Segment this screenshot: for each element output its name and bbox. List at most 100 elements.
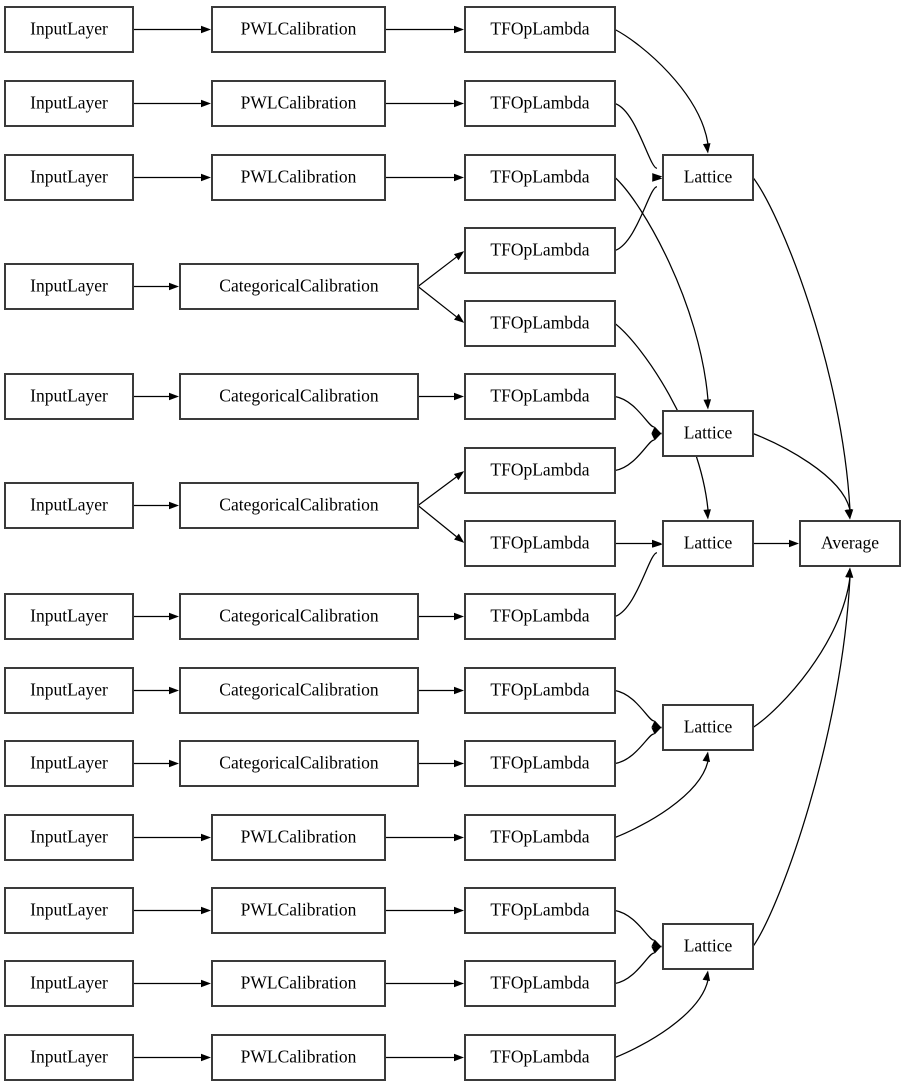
node-tf13-tfoplambda[interactable]: TFOpLambda — [464, 887, 616, 934]
node-box[interactable] — [464, 814, 616, 861]
node-box[interactable] — [4, 1034, 134, 1081]
node-box[interactable] — [464, 227, 616, 274]
node-box[interactable] — [179, 263, 419, 310]
node-box[interactable] — [211, 960, 386, 1007]
node-box[interactable] — [464, 300, 616, 347]
edge-lattice-to-average-arrowhead — [844, 508, 853, 520]
node-cal1-pwlcalibration[interactable]: PWLCalibration — [211, 6, 386, 53]
node-tf11-tfoplambda[interactable]: TFOpLambda — [464, 740, 616, 787]
node-box[interactable] — [4, 960, 134, 1007]
node-box[interactable] — [464, 80, 616, 127]
node-tf14-tfoplambda[interactable]: TFOpLambda — [464, 960, 616, 1007]
node-cal2-pwlcalibration[interactable]: PWLCalibration — [211, 80, 386, 127]
node-box[interactable] — [662, 520, 754, 567]
node-cal3-pwlcalibration[interactable]: PWLCalibration — [211, 154, 386, 201]
node-box[interactable] — [4, 154, 134, 201]
node-box[interactable] — [4, 887, 134, 934]
node-cal9-categoricalcalibration[interactable]: CategoricalCalibration — [179, 740, 419, 787]
node-box[interactable] — [211, 6, 386, 53]
node-box[interactable] — [179, 373, 419, 420]
edge-tfoplambda-to-lattice — [614, 909, 655, 941]
node-tf2-tfoplambda[interactable]: TFOpLambda — [464, 80, 616, 127]
node-cal5-categoricalcalibration[interactable]: CategoricalCalibration — [179, 373, 419, 420]
node-box[interactable] — [4, 740, 134, 787]
node-tf8-tfoplambda[interactable]: TFOpLambda — [464, 520, 616, 567]
node-box[interactable] — [662, 704, 754, 751]
node-box[interactable] — [464, 6, 616, 53]
node-cal6-categoricalcalibration[interactable]: CategoricalCalibration — [179, 482, 419, 529]
node-box[interactable] — [179, 740, 419, 787]
node-box[interactable] — [464, 593, 616, 640]
node-box[interactable] — [464, 740, 616, 787]
node-in2-inputlayer[interactable]: InputLayer — [4, 80, 134, 127]
node-in4-inputlayer[interactable]: InputLayer — [4, 263, 134, 310]
node-tf1-tfoplambda[interactable]: TFOpLambda — [464, 6, 616, 53]
node-box[interactable] — [464, 154, 616, 201]
node-box[interactable] — [464, 1034, 616, 1081]
node-tf15-tfoplambda[interactable]: TFOpLambda — [464, 1034, 616, 1081]
node-box[interactable] — [179, 667, 419, 714]
node-in13-inputlayer[interactable]: InputLayer — [4, 1034, 134, 1081]
node-box[interactable] — [662, 410, 754, 457]
node-tf10-tfoplambda[interactable]: TFOpLambda — [464, 667, 616, 714]
node-box[interactable] — [662, 923, 754, 970]
node-box[interactable] — [4, 667, 134, 714]
node-box[interactable] — [4, 6, 134, 53]
node-in5-inputlayer[interactable]: InputLayer — [4, 373, 134, 420]
node-in8-inputlayer[interactable]: InputLayer — [4, 667, 134, 714]
node-box[interactable] — [179, 593, 419, 640]
node-box[interactable] — [211, 80, 386, 127]
node-in3-inputlayer[interactable]: InputLayer — [4, 154, 134, 201]
edges-layer — [133, 25, 854, 1062]
node-box[interactable] — [662, 154, 754, 201]
node-in1-inputlayer[interactable]: InputLayer — [4, 6, 134, 53]
node-box[interactable] — [464, 667, 616, 714]
node-box[interactable] — [464, 447, 616, 494]
node-cal12-pwlcalibration[interactable]: PWLCalibration — [211, 960, 386, 1007]
node-lat5-lattice[interactable]: Lattice — [662, 923, 754, 970]
node-tf4-tfoplambda[interactable]: TFOpLambda — [464, 227, 616, 274]
node-box[interactable] — [464, 520, 616, 567]
node-tf7-tfoplambda[interactable]: TFOpLambda — [464, 447, 616, 494]
node-cal10-pwlcalibration[interactable]: PWLCalibration — [211, 814, 386, 861]
node-box[interactable] — [4, 814, 134, 861]
node-box[interactable] — [4, 263, 134, 310]
node-box[interactable] — [211, 814, 386, 861]
node-lat2-lattice[interactable]: Lattice — [662, 410, 754, 457]
edge-inputlayer-to-pwlcalibration-arrowhead — [201, 833, 211, 842]
node-lat1-lattice[interactable]: Lattice — [662, 154, 754, 201]
node-in6-inputlayer[interactable]: InputLayer — [4, 482, 134, 529]
node-box[interactable] — [464, 887, 616, 934]
node-tf9-tfoplambda[interactable]: TFOpLambda — [464, 593, 616, 640]
node-tf5-tfoplambda[interactable]: TFOpLambda — [464, 300, 616, 347]
node-avg-average[interactable]: Average — [799, 520, 901, 567]
node-box[interactable] — [179, 482, 419, 529]
node-in11-inputlayer[interactable]: InputLayer — [4, 887, 134, 934]
node-box[interactable] — [799, 520, 901, 567]
edge-tfoplambda-to-lattice-arrowhead — [651, 726, 663, 735]
node-box[interactable] — [211, 887, 386, 934]
node-lat3-lattice[interactable]: Lattice — [662, 520, 754, 567]
node-cal7-categoricalcalibration[interactable]: CategoricalCalibration — [179, 593, 419, 640]
node-tf3-tfoplambda[interactable]: TFOpLambda — [464, 154, 616, 201]
node-tf12-tfoplambda[interactable]: TFOpLambda — [464, 814, 616, 861]
node-cal13-pwlcalibration[interactable]: PWLCalibration — [211, 1034, 386, 1081]
node-box[interactable] — [211, 1034, 386, 1081]
node-cal4-categoricalcalibration[interactable]: CategoricalCalibration — [179, 263, 419, 310]
node-in7-inputlayer[interactable]: InputLayer — [4, 593, 134, 640]
node-in10-inputlayer[interactable]: InputLayer — [4, 814, 134, 861]
node-in9-inputlayer[interactable]: InputLayer — [4, 740, 134, 787]
node-cal11-pwlcalibration[interactable]: PWLCalibration — [211, 887, 386, 934]
node-cal8-categoricalcalibration[interactable]: CategoricalCalibration — [179, 667, 419, 714]
node-box[interactable] — [4, 593, 134, 640]
node-in12-inputlayer[interactable]: InputLayer — [4, 960, 134, 1007]
node-box[interactable] — [464, 960, 616, 1007]
node-box[interactable] — [211, 154, 386, 201]
node-lat4-lattice[interactable]: Lattice — [662, 704, 754, 751]
node-box[interactable] — [464, 373, 616, 420]
node-box[interactable] — [4, 482, 134, 529]
node-box[interactable] — [4, 373, 134, 420]
node-box[interactable] — [4, 80, 134, 127]
node-tf6-tfoplambda[interactable]: TFOpLambda — [464, 373, 616, 420]
edge-tfoplambda-to-lattice — [614, 177, 709, 401]
